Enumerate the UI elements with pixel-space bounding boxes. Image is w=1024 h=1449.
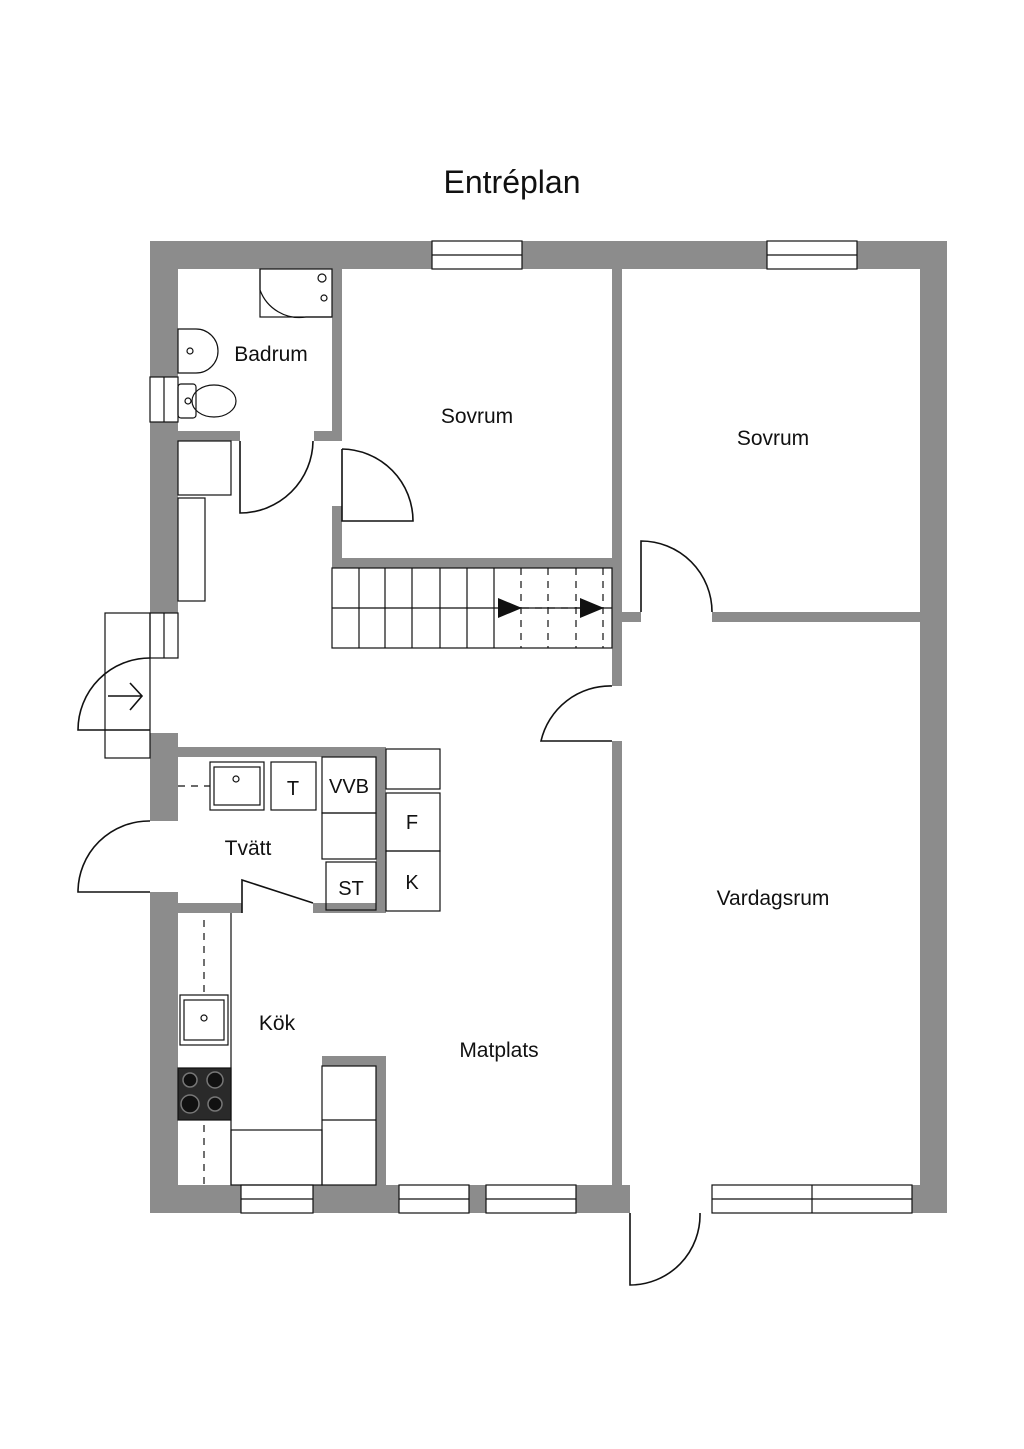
staircase [331,567,613,649]
room-label-sovrum-2: Sovrum [737,427,809,450]
tumble-dryer-label: T [287,778,299,800]
freezer-label: K [405,872,419,894]
water-heater-label: VVB [329,776,369,798]
fridge-label: F [406,812,418,834]
room-label-badrum: Badrum [234,343,308,366]
plan-title: Entréplan [444,164,581,200]
room-label-kok: Kök [259,1012,296,1035]
room-labels: Badrum Sovrum Sovrum Tvätt Kök Matplats … [225,343,830,1062]
room-label-vardagsrum: Vardagsrum [717,887,830,910]
room-label-tvatt: Tvätt [225,837,272,860]
windows [149,240,913,1214]
room-label-sovrum-1: Sovrum [441,405,513,428]
doors [77,440,713,1286]
utility-fixtures [178,748,441,912]
hall-closets [177,440,232,602]
bathroom-fixtures [177,268,333,419]
walls [150,241,947,1213]
kitchen-fixtures [177,913,377,1186]
storage-label: ST [338,878,364,900]
room-label-matplats: Matplats [459,1039,538,1062]
